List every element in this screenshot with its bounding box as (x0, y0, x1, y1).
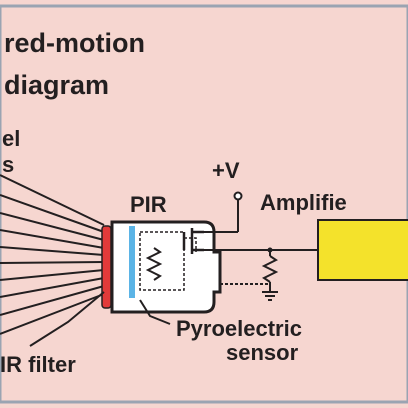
ground-symbol (262, 291, 278, 301)
ir-ray (0, 269, 105, 281)
diagram-title-line2: diagram (4, 70, 109, 100)
pyroelectric-label-line2: sensor (226, 340, 299, 365)
diagram-title-line1: red-motion (4, 28, 145, 58)
ir-ray (0, 174, 105, 226)
ir-ray (0, 194, 105, 233)
ir-rays (0, 174, 105, 335)
pyroelectric-element (129, 226, 135, 298)
lens-label-partial-2: s (2, 152, 14, 177)
ir-filter-window (101, 225, 112, 309)
amplifier-block (317, 219, 408, 281)
pyro-pointer (139, 299, 171, 325)
amplifier-label: Amplifie (260, 190, 347, 215)
ir-ray (0, 261, 105, 264)
voltage-terminal (233, 191, 243, 201)
ir-ray (0, 277, 105, 298)
voltage-label: +V (212, 158, 240, 183)
load-resistor (261, 255, 279, 283)
internal-circuit (139, 231, 197, 291)
fet-transistor (182, 228, 204, 254)
ir-ray (0, 229, 105, 249)
pyroelectric-label-line1: Pyroelectric (176, 316, 302, 341)
pir-label: PIR (130, 192, 167, 217)
ir-filter-label: IR filter (0, 352, 76, 377)
ir-filter-pointer (29, 291, 105, 347)
internal-loop (139, 231, 185, 291)
ir-ray (0, 285, 105, 316)
ir-ray (0, 212, 105, 241)
internal-resistor (145, 247, 163, 281)
lens-label-partial-1: el (2, 126, 20, 151)
diagram-frame (0, 4, 408, 404)
fet-lead (184, 237, 197, 252)
ir-ray (0, 246, 105, 256)
ir-ray (0, 293, 105, 335)
pir-housing (110, 220, 222, 314)
